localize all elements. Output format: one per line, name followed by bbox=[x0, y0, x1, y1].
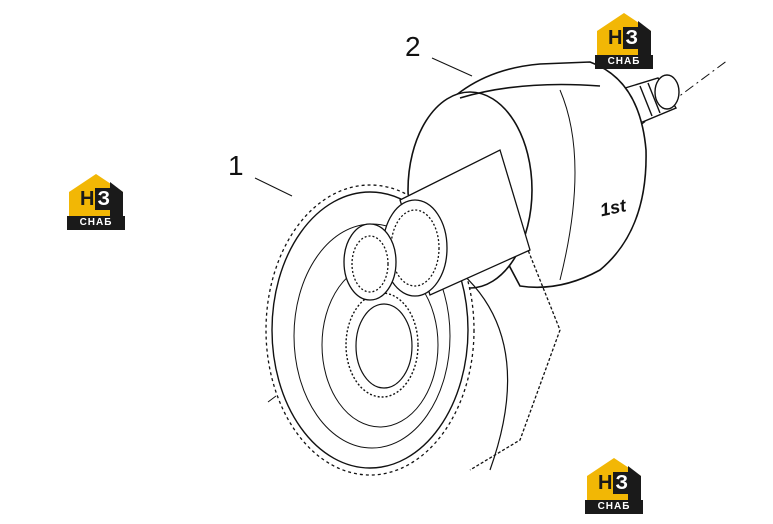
rear-spur-gear bbox=[439, 229, 561, 471]
leader-line-1 bbox=[254, 177, 293, 197]
logo-subtitle: СНАБ bbox=[595, 55, 653, 69]
callout-label-2: 2 bbox=[405, 31, 421, 62]
logo-subtitle: СНАБ bbox=[67, 216, 125, 230]
callout-label-1: 1 bbox=[228, 150, 244, 181]
splined-hub bbox=[343, 149, 531, 301]
leader-line-2 bbox=[431, 57, 473, 77]
logo-subtitle: СНАБ bbox=[585, 500, 643, 514]
